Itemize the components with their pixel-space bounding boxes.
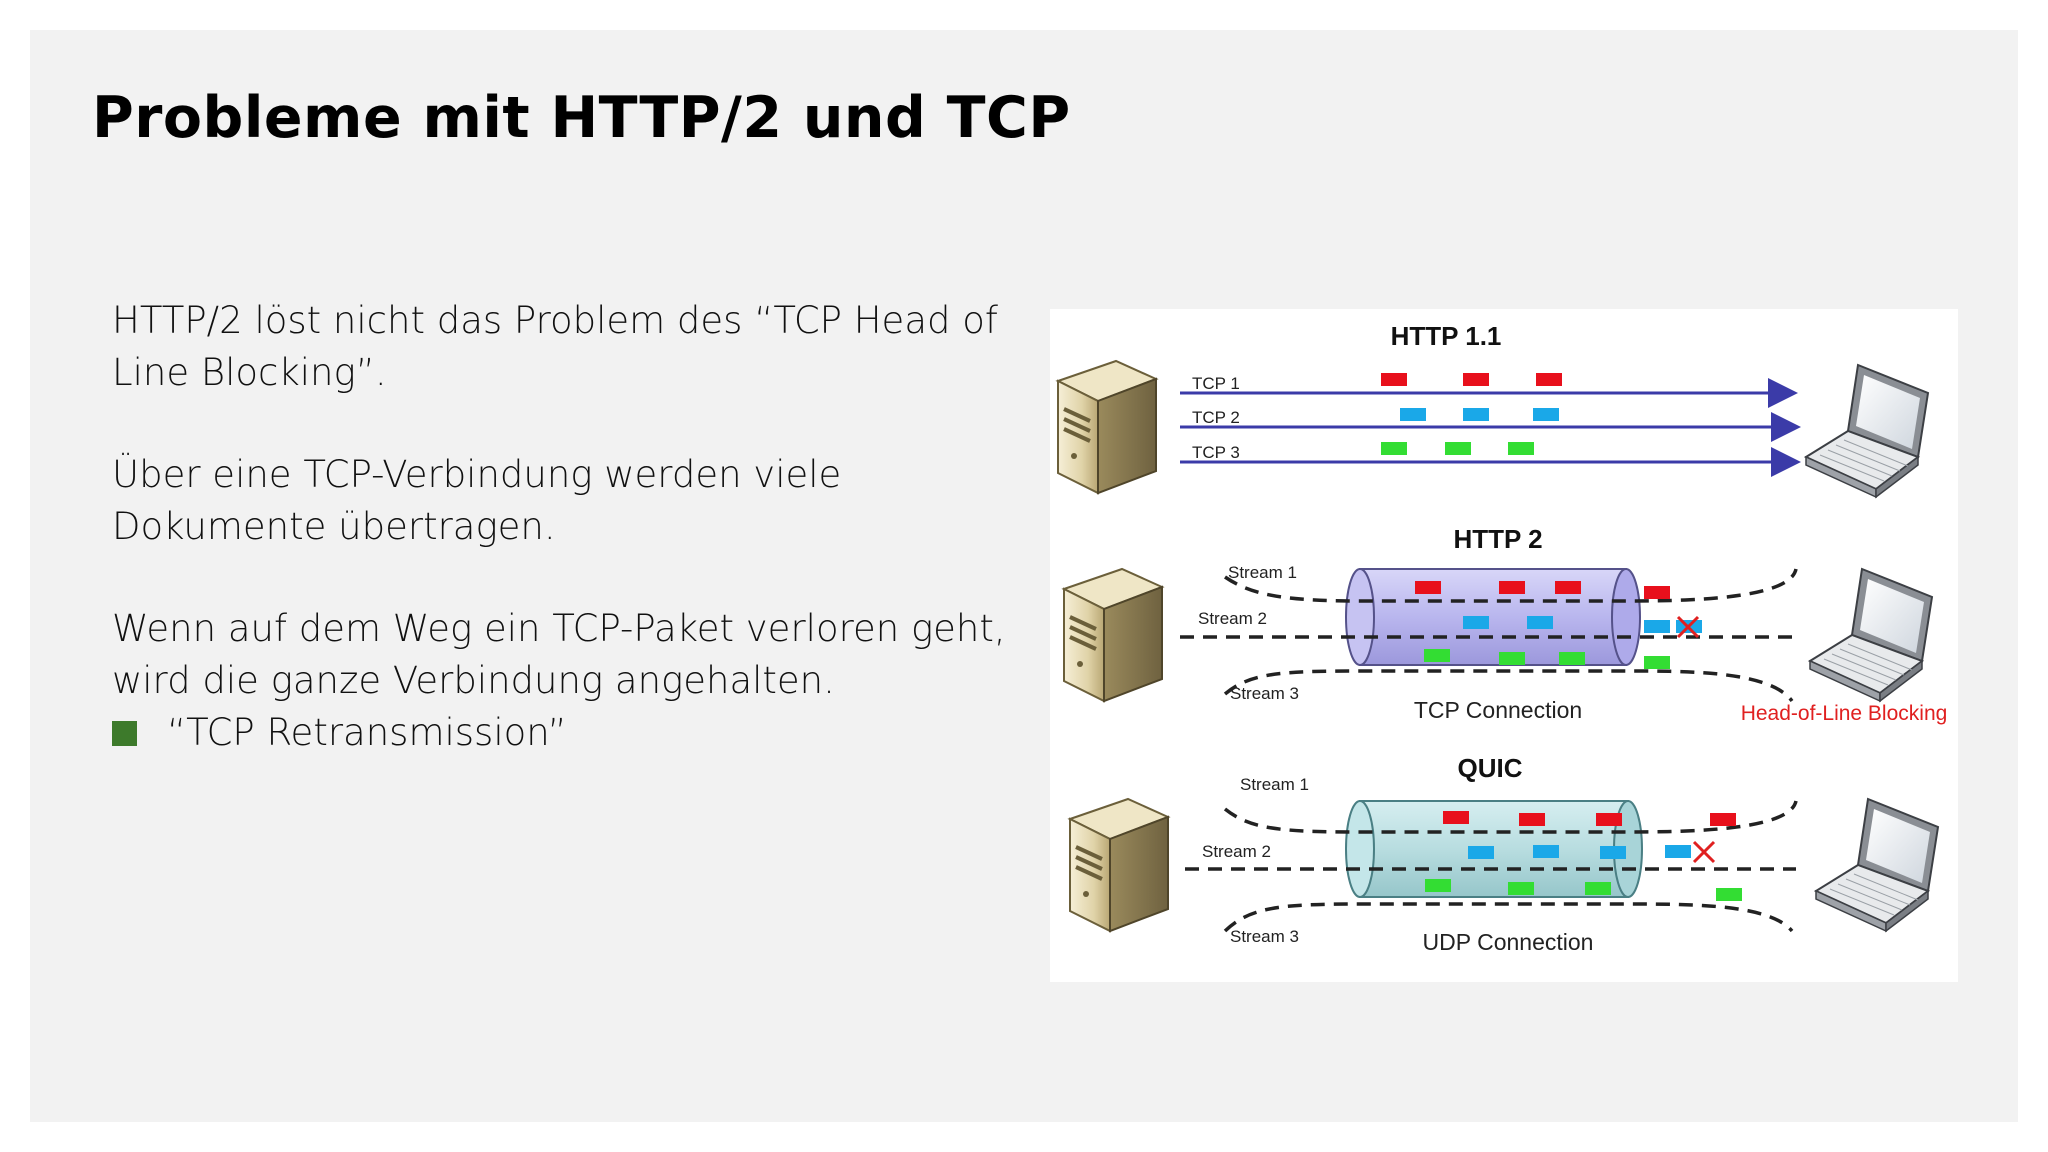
http2-stream1-label: Stream 1	[1228, 563, 1297, 582]
quic-stream3-label: Stream 3	[1230, 927, 1299, 946]
http2-laptop-icon	[1809, 568, 1933, 702]
slide-body: HTTP/2 löst nicht das Problem des “TCP H…	[112, 295, 1042, 759]
packet	[1555, 581, 1581, 594]
packet	[1559, 652, 1585, 665]
head-of-line-blocking-label: Head-of-Line Blocking	[1741, 702, 1948, 725]
packet	[1508, 882, 1534, 895]
quic-laptop-icon	[1815, 798, 1939, 932]
packet-loss-icon	[1676, 615, 1700, 639]
bullet-item: “TCP Retransmission”	[112, 707, 1042, 759]
bullet-square-icon	[112, 720, 137, 746]
packet	[1519, 813, 1545, 826]
tcp-pipe	[1345, 568, 1641, 666]
packet	[1527, 616, 1553, 629]
quic-title: QUIC	[1458, 753, 1523, 783]
packet	[1463, 373, 1489, 386]
protocol-diagram-svg: HTTP 1.1 TCP 1 TCP 2 TCP 3	[1056, 321, 1948, 955]
protocol-diagram: HTTP 1.1 TCP 1 TCP 2 TCP 3	[1050, 309, 1958, 982]
paragraph-3: Wenn auf dem Weg ein TCP-Paket verloren …	[112, 607, 1006, 702]
packet	[1665, 845, 1691, 858]
quic-packet-loss-icon	[1692, 840, 1716, 864]
quic-stream1-label: Stream 1	[1240, 775, 1309, 794]
quic-server-icon	[1068, 797, 1170, 933]
packet	[1468, 846, 1494, 859]
http2-title: HTTP 2	[1453, 524, 1542, 554]
packet	[1463, 408, 1489, 421]
packet	[1716, 888, 1742, 901]
packet	[1463, 616, 1489, 629]
paragraph-2: Über eine TCP-Verbindung werden viele Do…	[112, 453, 842, 548]
tcp2-label: TCP 2	[1192, 408, 1240, 427]
packet	[1533, 845, 1559, 858]
tcp-connection-label: TCP Connection	[1414, 697, 1582, 723]
packet	[1445, 442, 1471, 455]
packet	[1499, 581, 1525, 594]
packet	[1596, 813, 1622, 826]
packet	[1424, 649, 1450, 662]
http11-packets	[1381, 373, 1562, 455]
http2-server-icon	[1062, 567, 1164, 703]
packet	[1533, 408, 1559, 421]
packet	[1644, 620, 1670, 633]
udp-connection-label: UDP Connection	[1423, 929, 1594, 955]
slide-title: Probleme mit HTTP/2 und TCP	[92, 85, 1071, 151]
packet	[1710, 813, 1736, 826]
packet	[1381, 373, 1407, 386]
bullet-text: “TCP Retransmission”	[167, 711, 567, 754]
slide: Probleme mit HTTP/2 und TCP HTTP/2 löst …	[30, 30, 2018, 1122]
paragraph-1: HTTP/2 löst nicht das Problem des “TCP H…	[112, 299, 998, 394]
http2-stream-lines	[1180, 568, 1798, 703]
tcp3-label: TCP 3	[1192, 443, 1240, 462]
packet	[1425, 879, 1451, 892]
packet	[1400, 408, 1426, 421]
packet	[1600, 846, 1626, 859]
packet	[1536, 373, 1562, 386]
http11-title: HTTP 1.1	[1391, 321, 1502, 351]
quic-stream2-label: Stream 2	[1202, 842, 1271, 861]
packet	[1415, 581, 1441, 594]
packet	[1499, 652, 1525, 665]
packet	[1381, 442, 1407, 455]
http2-packets	[1415, 581, 1702, 669]
packet	[1443, 811, 1469, 824]
http11-server-icon	[1056, 359, 1158, 495]
http2-stream2-label: Stream 2	[1198, 609, 1267, 628]
packet	[1585, 882, 1611, 895]
packet	[1644, 586, 1670, 599]
http2-stream3-label: Stream 3	[1230, 684, 1299, 703]
quic-packets	[1425, 811, 1742, 901]
quic-stream-lines	[1185, 800, 1798, 933]
packet	[1508, 442, 1534, 455]
packet	[1644, 656, 1670, 669]
tcp1-label: TCP 1	[1192, 374, 1240, 393]
http11-laptop-icon	[1805, 364, 1929, 498]
